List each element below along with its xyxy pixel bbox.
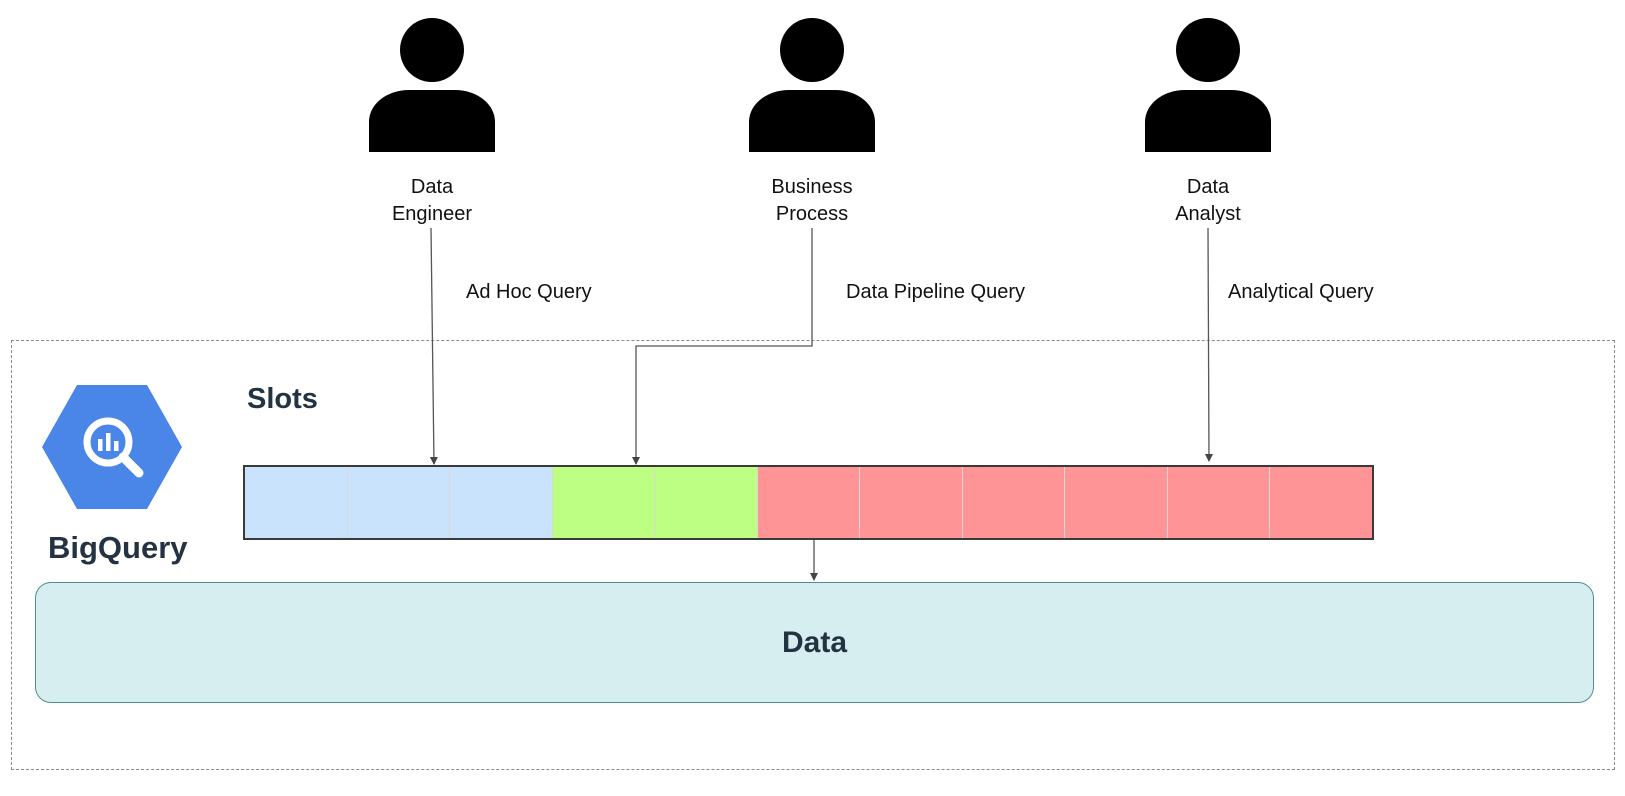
slot-bar — [243, 465, 1374, 540]
slot-cell-ad-hoc — [245, 467, 348, 538]
user-label: Business Process — [771, 176, 853, 225]
slot-cell-analytical — [1167, 467, 1271, 538]
query-label-ad-hoc: Ad Hoc Query — [466, 281, 592, 303]
bigquery-container — [11, 340, 1615, 770]
slot-cell-ad-hoc — [450, 467, 553, 538]
arrow-data-pipeline-query — [632, 228, 813, 465]
arrow-analytical-query — [1204, 227, 1213, 462]
slot-cell-ad-hoc — [347, 467, 451, 538]
user-label: Data Engineer — [391, 176, 473, 225]
slot-cell-analytical — [860, 467, 963, 538]
query-label-data-pipeline: Data Pipeline Query — [846, 281, 1025, 303]
data-store: Data — [35, 582, 1594, 703]
slot-cell-analytical — [962, 467, 1066, 538]
user-label: Data Analyst — [1175, 176, 1241, 225]
bigquery-logo-hexagon — [42, 385, 182, 509]
slot-cell-pipeline — [552, 467, 656, 538]
slot-cell-analytical — [757, 467, 861, 538]
data-store-label: Data — [781, 625, 848, 659]
user-business-process: Business Process — [747, 18, 877, 228]
slots-title: Slots — [247, 383, 318, 415]
slot-cell-analytical — [1270, 467, 1373, 538]
slot-cell-pipeline — [655, 467, 758, 538]
slot-cell-analytical — [1065, 467, 1168, 538]
arrow-ad-hoc-query — [429, 227, 438, 465]
user-data-engineer: Data Engineer — [367, 18, 497, 228]
person-icon — [749, 18, 875, 152]
query-label-analytical: Analytical Query — [1228, 281, 1374, 303]
person-icon — [369, 18, 495, 152]
person-icon — [1145, 18, 1271, 152]
user-data-analyst: Data Analyst — [1143, 18, 1273, 228]
bigquery-title: BigQuery — [48, 530, 188, 565]
bigquery-logo-icon — [42, 385, 182, 509]
